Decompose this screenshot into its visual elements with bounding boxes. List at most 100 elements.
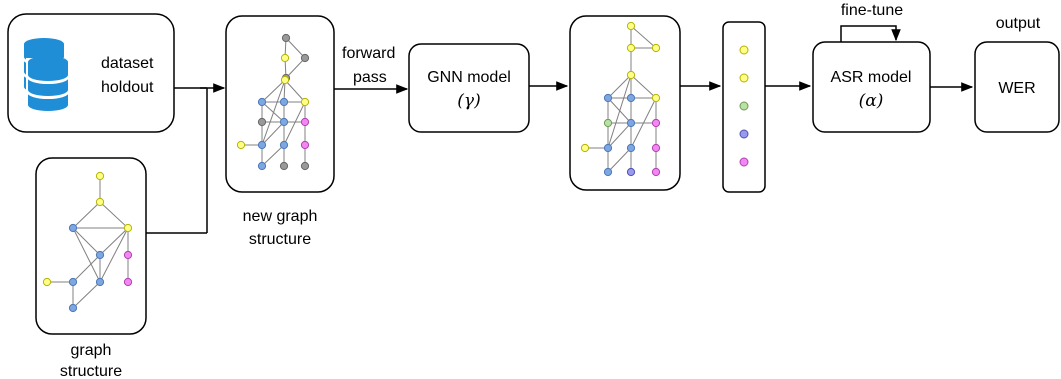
graph-node [626,167,636,177]
fine-tune-loop-arrow [840,25,901,42]
graph-edge [284,79,306,103]
graph-node [651,118,661,128]
forward-pass-line1: forward [342,45,395,62]
vector-node [739,45,749,55]
graph-node [68,303,78,313]
asr-symbol: (α) [859,91,884,111]
graph-edge [283,101,306,146]
graph-node [651,43,661,53]
graph-node [95,277,105,287]
graph-edge [99,227,129,283]
graph-edge [607,122,632,149]
asr-model-box: ASR model (α) [812,41,931,133]
graph-node [123,250,133,260]
vector-node [739,73,749,83]
graph-edge [630,97,657,149]
graph-node [300,53,310,63]
asr-title: ASR model [831,69,912,86]
graph-node [300,140,310,150]
graph-node [603,118,613,128]
graph-node [257,140,267,150]
graph-node [300,161,310,171]
graph-node [626,118,636,128]
graph-node [580,143,590,153]
graph-node [651,167,661,177]
graph-caption-line2: structure [60,363,122,379]
graph-node [603,167,613,177]
graph-node [257,117,267,127]
embedded-graph-box [569,15,681,191]
graph-edge [99,227,129,256]
graph-node [300,97,310,107]
graph-node [95,250,105,260]
graph-edge [285,57,306,79]
graph-node [280,53,290,63]
graph-node [68,223,78,233]
graph-edge [72,201,101,229]
graph-edge [607,147,632,173]
node-embedding-vector [739,45,749,167]
graph-structure-diagram [42,171,133,313]
graph-edge [72,281,101,309]
dataset-label-line1: dataset [101,55,154,72]
gnn-model-box: GNN model (γ) [408,43,530,133]
graph-edge [607,74,632,99]
graph-node [626,143,636,153]
dataset-holdout-box: dataset holdout [7,13,175,133]
graph-node [42,277,52,287]
graph-edge [261,79,286,146]
graph-edge [261,121,285,146]
graph-edge [607,74,632,149]
graph-node [280,75,290,85]
graph-edge [72,227,101,283]
vector-node [739,157,749,167]
graph-edge [630,74,657,99]
node-vector-box [722,21,766,193]
output-label: output [996,15,1041,32]
wer-box: WER [974,41,1060,133]
graph-node [279,97,289,107]
graph-edge [630,25,657,49]
graph-node [123,277,133,287]
graph-node [279,140,289,150]
graph-node [603,143,613,153]
graph-edge [99,201,129,229]
new-graph-caption-line1: new graph [243,208,318,225]
graph-node [257,161,267,171]
graph-edge [285,37,306,59]
new-graph-box [225,15,335,193]
vector-node [739,101,749,111]
graph-node [603,93,613,103]
wer-label: WER [998,80,1035,97]
forward-pass-line2: pass [353,69,387,86]
embedded-graph-diagram [580,21,661,177]
graph-node [651,143,661,153]
graph-node [281,33,291,43]
graph-edge [72,254,101,283]
input-connectors [146,83,226,234]
fine-tune-label: fine-tune [841,2,903,19]
graph-node [95,197,105,207]
graph-node [651,93,661,103]
graph-edge [261,144,285,167]
graph-node [626,43,636,53]
graph-node [626,70,636,80]
graph-edge [261,79,286,103]
graph-edge [72,227,101,256]
new-graph-diagram [236,33,310,171]
graph-node [68,277,78,287]
database-icon [23,38,70,114]
graph-node [95,171,105,181]
graph-node [236,140,246,150]
graph-node [279,161,289,171]
graph-structure-box [35,157,147,335]
graph-node [300,117,310,127]
graph-node [123,223,133,233]
gnn-symbol: (γ) [457,91,480,111]
graph-node [626,93,636,103]
graph-edge [261,101,285,123]
gnn-title: GNN model [427,69,511,86]
vector-node [739,129,749,139]
dataset-label-line2: holdout [101,79,154,96]
graph-caption-line1: graph [71,342,112,359]
